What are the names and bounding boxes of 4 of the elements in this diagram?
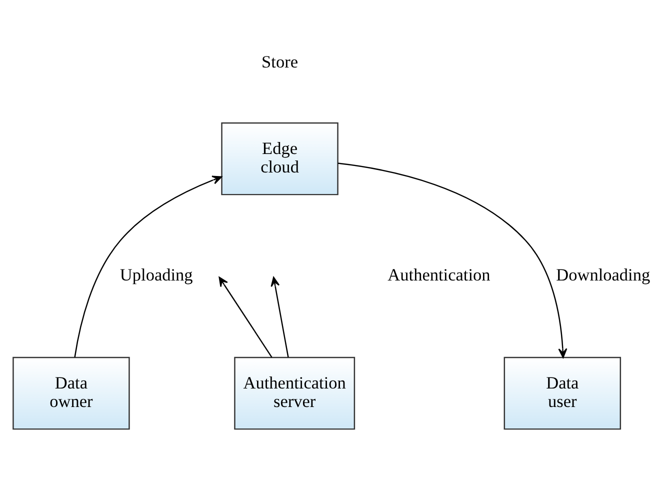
label: Authentication (388, 265, 490, 284)
edge-label: Downloading (556, 265, 650, 284)
node-label: Store (262, 52, 298, 72)
edge-label: Uploading (120, 265, 193, 284)
